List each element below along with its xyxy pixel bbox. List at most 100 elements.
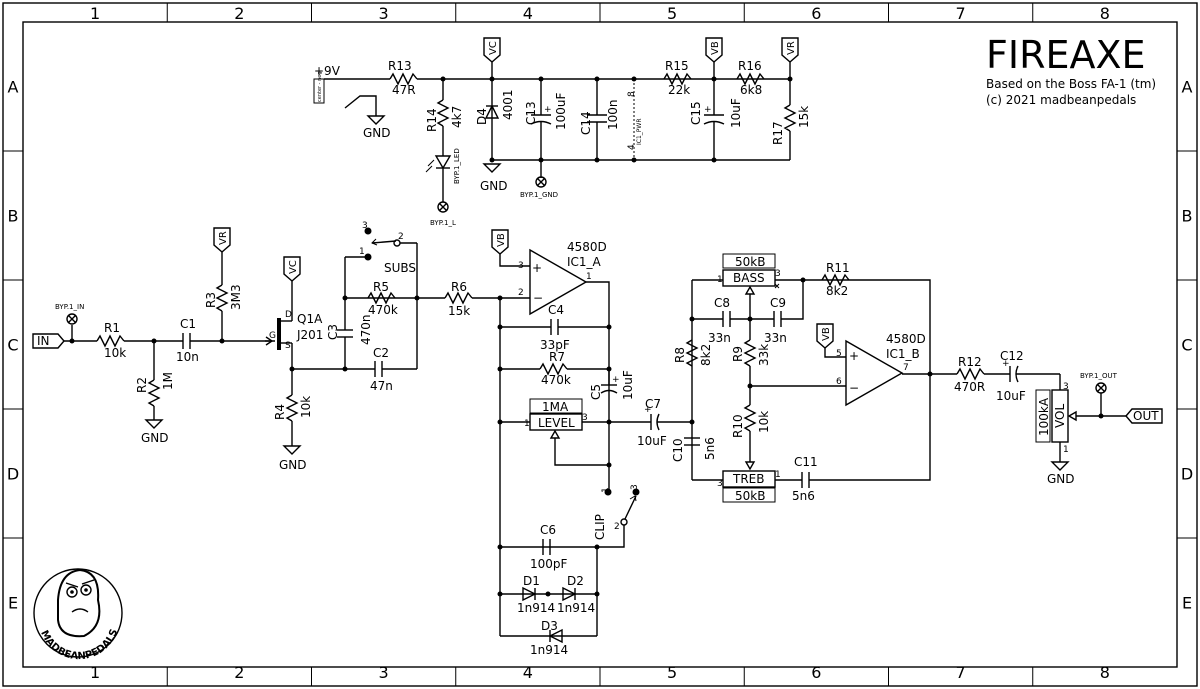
grid-column-label: 4 bbox=[523, 663, 533, 682]
ic1b-value: 4580D bbox=[886, 332, 926, 346]
r13-ref: R13 bbox=[388, 59, 412, 73]
gnd-label-4: GND bbox=[279, 458, 307, 472]
treb-value: 50kB bbox=[735, 489, 765, 503]
vol-ref: VOL bbox=[1053, 404, 1067, 428]
grid-column-label: 5 bbox=[667, 4, 677, 23]
svg-text:VC: VC bbox=[288, 260, 299, 274]
d3-value: 1n914 bbox=[530, 643, 568, 657]
c4-ref: C4 bbox=[548, 303, 564, 317]
c15-ref: C15 bbox=[689, 101, 703, 125]
grid-column-label: 3 bbox=[379, 663, 389, 682]
svg-text:+: + bbox=[644, 405, 652, 415]
clip-pin2: 2 bbox=[614, 522, 620, 532]
level-pin3: 3 bbox=[582, 413, 588, 423]
ic1b-pin7: 7 bbox=[903, 363, 909, 373]
r2-ref: R2 bbox=[135, 377, 149, 393]
c13-value: 100uF bbox=[554, 92, 568, 130]
schematic-title: FIREAXE bbox=[986, 33, 1146, 77]
logo-text: MADBEANPEDALS bbox=[38, 628, 120, 663]
q1-drain-pin: D bbox=[285, 310, 292, 320]
ic1b-pin5: 5 bbox=[836, 349, 842, 359]
c5-value: 10uF bbox=[621, 370, 635, 400]
c5-ref: C5 bbox=[589, 384, 603, 400]
vb-flag-top: VB bbox=[705, 37, 723, 63]
subs-pin1: 1 bbox=[359, 247, 365, 257]
subs-switch-label: SUBS bbox=[384, 261, 416, 275]
d3-ref: D3 bbox=[541, 619, 558, 633]
svg-text:+: + bbox=[704, 105, 712, 115]
grid-row-label: A bbox=[8, 78, 19, 97]
c10-value: 5n6 bbox=[703, 437, 717, 460]
grid-column-label: 7 bbox=[956, 4, 966, 23]
plus9v-label: +9V bbox=[314, 64, 341, 78]
c10-ref: C10 bbox=[671, 438, 685, 462]
c11-ref: C11 bbox=[794, 455, 818, 469]
c1-value: 10n bbox=[176, 350, 199, 364]
r8-value: 8k2 bbox=[699, 344, 713, 366]
clip-switch-label: CLIP bbox=[593, 514, 607, 540]
d1-ref: D1 bbox=[523, 574, 540, 588]
c14-value: 100n bbox=[606, 99, 620, 130]
q1-source-pin: S bbox=[285, 341, 291, 351]
c14-ref: C14 bbox=[579, 111, 593, 135]
r10-value: 10k bbox=[757, 411, 771, 433]
ic1-pwr-pin8: 8 bbox=[627, 91, 637, 97]
vb-flag-ic1a: VB bbox=[491, 229, 509, 255]
schematic-subtitle: Based on the Boss FA-1 (tm) bbox=[986, 77, 1156, 91]
r5-value: 470k bbox=[368, 303, 398, 317]
svg-text:VB: VB bbox=[821, 327, 832, 341]
r17-value: 15k bbox=[797, 106, 811, 128]
grid-row-label: D bbox=[1181, 465, 1193, 484]
level-ref: LEVEL bbox=[538, 416, 575, 430]
c4-value: 33pF bbox=[540, 338, 570, 352]
c13-ref: C13 bbox=[524, 101, 538, 125]
c7-ref: C7 bbox=[645, 397, 661, 411]
r2-value: 1M bbox=[161, 372, 175, 390]
r7-value: 470k bbox=[541, 373, 571, 387]
r4-ref: R4 bbox=[273, 404, 287, 420]
c8-ref: C8 bbox=[714, 296, 730, 310]
q1-ref: Q1A bbox=[297, 312, 323, 326]
r4-value: 10k bbox=[299, 396, 313, 418]
r3-value: 3M3 bbox=[229, 284, 243, 310]
r1-ref: R1 bbox=[104, 321, 120, 335]
d4-ref: D4 bbox=[475, 108, 489, 125]
byp1-l-label: BYP.1_L bbox=[430, 219, 456, 227]
gnd-label-2: GND bbox=[480, 179, 508, 193]
grid-column-label: 3 bbox=[379, 4, 389, 23]
grid-row-label: E bbox=[1182, 594, 1192, 613]
r15-ref: R15 bbox=[665, 59, 689, 73]
c2-ref: C2 bbox=[373, 346, 389, 360]
r17-ref: R17 bbox=[771, 121, 785, 145]
clip-pin3: 3 bbox=[630, 484, 640, 490]
grid-column-label: 8 bbox=[1100, 663, 1110, 682]
c6-value: 100pF bbox=[530, 557, 568, 571]
gnd-label-3: GND bbox=[141, 431, 169, 445]
treb-ref: TREB bbox=[732, 472, 764, 486]
c8-value: 33n bbox=[708, 331, 731, 345]
r5-ref: R5 bbox=[373, 280, 389, 294]
d2-value: 1n914 bbox=[557, 601, 595, 615]
grid-column-label: 8 bbox=[1100, 4, 1110, 23]
r9-value: 33k bbox=[757, 344, 771, 366]
r8-ref: R8 bbox=[673, 347, 687, 363]
bass-pin3: 3 bbox=[775, 269, 781, 279]
ic1a-pin2: 2 bbox=[518, 288, 524, 298]
out-label: OUT bbox=[1133, 409, 1159, 423]
c3-ref: C3 bbox=[326, 324, 340, 340]
ic1b-pin6: 6 bbox=[836, 377, 842, 387]
r12-ref: R12 bbox=[958, 355, 982, 369]
vc-flag-jfet: VC bbox=[283, 256, 301, 282]
tone-stage: 50kB BASS 1 3 R11 8k2 C8 33n C9 33n R8 8… bbox=[671, 253, 957, 503]
bass-value: 50kB bbox=[735, 255, 765, 269]
r6-ref: R6 bbox=[451, 280, 467, 294]
subs-pin2: 2 bbox=[398, 232, 404, 242]
treb-pin1: 1 bbox=[775, 470, 781, 480]
r12-value: 470R bbox=[954, 380, 985, 394]
d1-value: 1n914 bbox=[517, 601, 555, 615]
svg-text:+: + bbox=[532, 261, 542, 275]
dc-jack-label: center - neg bbox=[317, 72, 323, 103]
r10-ref: R10 bbox=[731, 414, 745, 438]
